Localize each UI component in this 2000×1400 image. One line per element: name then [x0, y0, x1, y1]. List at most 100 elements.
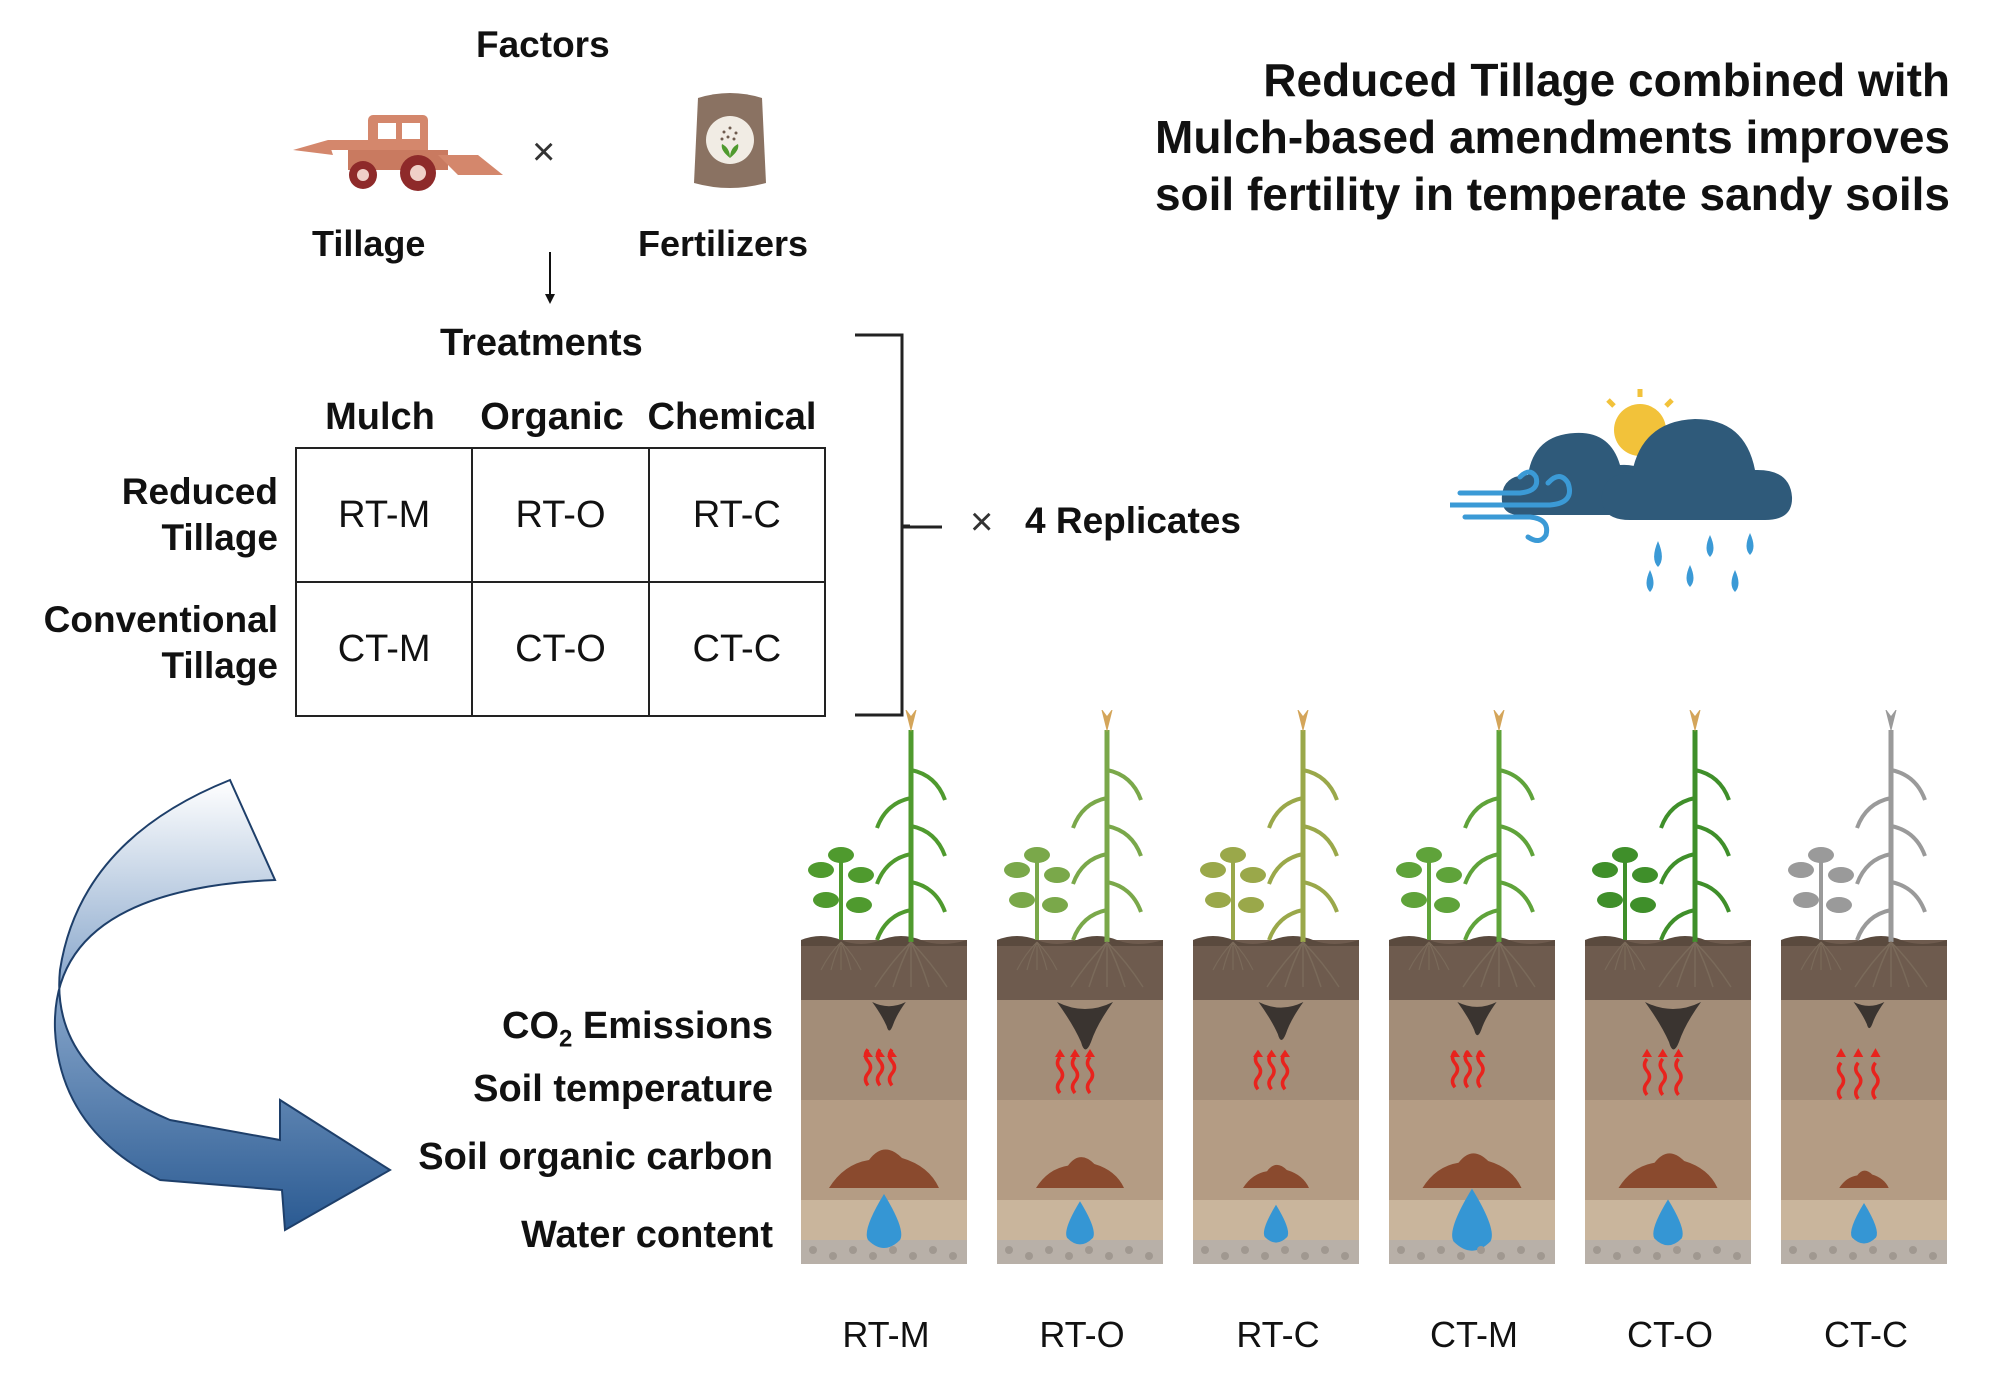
root	[1614, 941, 1626, 971]
row-header-conventional-tillage: Conventional Tillage	[18, 597, 278, 689]
root	[892, 941, 912, 988]
metric-water-content: Water content	[521, 1214, 773, 1256]
treatment-table: RT-M RT-O RT-C CT-M CT-O CT-C	[294, 447, 827, 717]
heat-wave-icon	[1085, 1055, 1095, 1095]
heat-arrowhead	[1450, 1049, 1460, 1057]
heat-wave-icon	[1280, 1052, 1290, 1091]
pebble	[929, 1246, 937, 1254]
pebble	[1125, 1246, 1133, 1254]
root	[1800, 941, 1822, 971]
corn-plant	[1071, 710, 1143, 942]
pebble	[1869, 1246, 1877, 1254]
corn-leaf	[1302, 824, 1339, 857]
replicates-label: 4 Replicates	[1025, 500, 1241, 541]
water-drop-icon	[1851, 1203, 1877, 1244]
table-cell: CT-C	[647, 581, 827, 717]
root	[1462, 941, 1500, 988]
plant-leaf	[1238, 897, 1264, 913]
corn-leaf	[1659, 908, 1696, 941]
corn-leaf	[1694, 824, 1731, 857]
plant-leaf	[1632, 867, 1658, 883]
heat-arrowhead	[1070, 1049, 1080, 1057]
pebble	[1321, 1246, 1329, 1254]
root	[1624, 941, 1646, 971]
row-header-line: Conventional	[43, 599, 278, 640]
column-header-mulch: Mulch	[325, 396, 435, 438]
pebble	[1145, 1252, 1153, 1260]
plant-leaf	[1009, 892, 1035, 908]
tractor-icon	[293, 115, 503, 191]
soil-column	[1193, 710, 1359, 1264]
corn-leaf	[910, 768, 947, 801]
pebble	[1593, 1246, 1601, 1254]
title-line: soil fertility in temperate sandy soils	[1154, 168, 1950, 220]
root	[840, 941, 862, 971]
table-cell: CT-O	[471, 581, 650, 717]
pebble	[1045, 1246, 1053, 1254]
co2-funnel-icon	[1645, 1002, 1701, 1050]
root	[1408, 941, 1430, 971]
root	[1890, 941, 1910, 988]
heat-arrowhead	[1266, 1049, 1277, 1057]
plant-leaf	[1042, 897, 1068, 913]
root	[1302, 941, 1340, 988]
heat-wave-icon	[1055, 1055, 1065, 1095]
soil-columns-illustration	[801, 710, 1947, 1264]
water-drop-icon	[1452, 1188, 1492, 1251]
pebble	[1653, 1252, 1661, 1260]
replicate-cross-symbol: ×	[970, 500, 994, 544]
corn-leaf	[1106, 768, 1143, 801]
plant-leaf	[1828, 867, 1854, 883]
co2-funnel-icon	[1457, 1002, 1497, 1036]
pebble	[1693, 1252, 1701, 1260]
plant-leaf	[1808, 847, 1834, 863]
root	[1026, 941, 1038, 971]
corn-leaf	[910, 824, 947, 857]
plant-roots	[1212, 941, 1340, 988]
heat-wave-icon	[1476, 1050, 1485, 1089]
plant-leaf	[1793, 892, 1819, 908]
heat-wave-icon	[1674, 1057, 1683, 1097]
pebble	[1397, 1246, 1405, 1254]
plant-roots	[1408, 941, 1536, 988]
heat-wave-icon	[1253, 1052, 1263, 1091]
corn-leaf	[1659, 852, 1696, 885]
pebble	[949, 1252, 957, 1260]
corn-leaf	[875, 908, 912, 941]
root	[910, 941, 930, 988]
root	[874, 941, 912, 988]
root	[1036, 941, 1048, 971]
topsoil-layer	[801, 940, 967, 1000]
plant-leaf	[1612, 847, 1638, 863]
pebble	[1909, 1246, 1917, 1254]
root	[1854, 941, 1892, 988]
plant-leaf	[1630, 897, 1656, 913]
corn-plant	[1267, 710, 1339, 942]
root	[1284, 941, 1304, 988]
table-cell: CT-M	[294, 581, 474, 717]
corn-leaf	[1498, 824, 1535, 857]
root	[1232, 941, 1254, 971]
row-header-line: Tillage	[161, 645, 278, 686]
plant-leaf	[1436, 867, 1462, 883]
topsoil-layer	[1585, 940, 1751, 1000]
plant-leaf	[828, 847, 854, 863]
heat-arrowhead	[887, 1050, 897, 1057]
corn-leaf	[1890, 880, 1927, 913]
pebble	[1005, 1246, 1013, 1254]
root	[1624, 941, 1636, 971]
corn-tassel	[1493, 710, 1505, 732]
row-header-reduced-tillage: Reduced Tillage	[18, 469, 278, 561]
table-row: CT-M CT-O CT-C	[294, 581, 827, 717]
corn-tassel	[1101, 710, 1113, 732]
co2-subscript: 2	[559, 1025, 573, 1053]
curved-arrow	[53, 778, 392, 1232]
plant-roots	[1800, 941, 1928, 988]
heat-wave-icon	[1836, 1061, 1846, 1100]
pebble	[1221, 1252, 1229, 1260]
table-cell: RT-C	[647, 447, 827, 583]
water-drop-icon	[866, 1194, 902, 1248]
soil-column	[1781, 710, 1947, 1264]
plant-leaf	[813, 892, 839, 908]
pebble	[1517, 1246, 1525, 1254]
